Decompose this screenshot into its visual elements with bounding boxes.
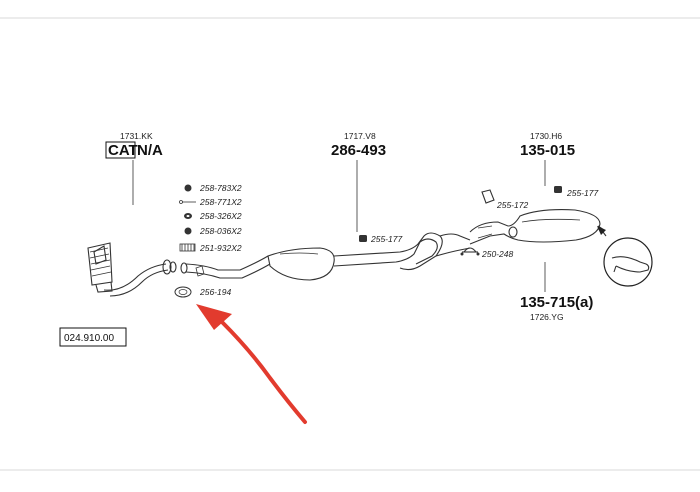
catalytic-converter <box>87 242 177 297</box>
rear-clamp: 250-248 <box>460 247 513 259</box>
parts-list: 258-783X2 258-771X2 258-326X2 258-036X2 … <box>174 183 242 298</box>
part-label: 258-326X2 <box>199 211 242 221</box>
rear-bracket: 255-172 <box>481 189 528 210</box>
part-icon-nut <box>184 184 192 192</box>
part-label: 251-932X2 <box>199 243 242 253</box>
part-label: 258-771X2 <box>199 197 242 207</box>
part-label: 258-036X2 <box>199 226 242 236</box>
cat-ref-label: 1731.KK <box>120 131 153 141</box>
part-icon-gasket <box>174 286 192 298</box>
rear-ref-label: 1730.H6 <box>530 131 562 141</box>
part-label: 250-248 <box>481 249 513 259</box>
mid-rubber-mount: 255-177 <box>359 234 402 244</box>
part-icon-nut <box>184 227 192 235</box>
middle-silencer <box>267 232 471 281</box>
front-pipe <box>180 255 271 279</box>
reference-box: 024.910.00 <box>59 327 127 347</box>
part-label: 255-177 <box>566 188 598 198</box>
cat-box <box>105 141 136 159</box>
part-icon-spring <box>179 243 196 252</box>
rear-code-label: 135-015 <box>520 142 575 159</box>
part-label: 255-177 <box>370 234 402 244</box>
part-label: 255-172 <box>496 200 528 210</box>
part-label: 256-194 <box>199 287 231 297</box>
part-label: 258-783X2 <box>199 183 242 193</box>
footer-ref-label: 024.910.00 <box>64 333 114 344</box>
mid-code-label: 286-493 <box>331 142 386 159</box>
silencer-code-label: 135-715(a) <box>520 294 593 311</box>
mid-ref-label: 1717.V8 <box>344 131 376 141</box>
rear-silencer <box>469 209 605 245</box>
tailpipe-detail <box>597 226 653 287</box>
rear-rubber-mount: 255-177 <box>554 186 598 198</box>
cat-code-label: CAT <box>108 142 138 159</box>
silencer-ref-label: 1726.YG <box>530 312 564 322</box>
cat-na-label: N/A <box>137 142 163 159</box>
red-arrow-icon <box>196 304 307 424</box>
